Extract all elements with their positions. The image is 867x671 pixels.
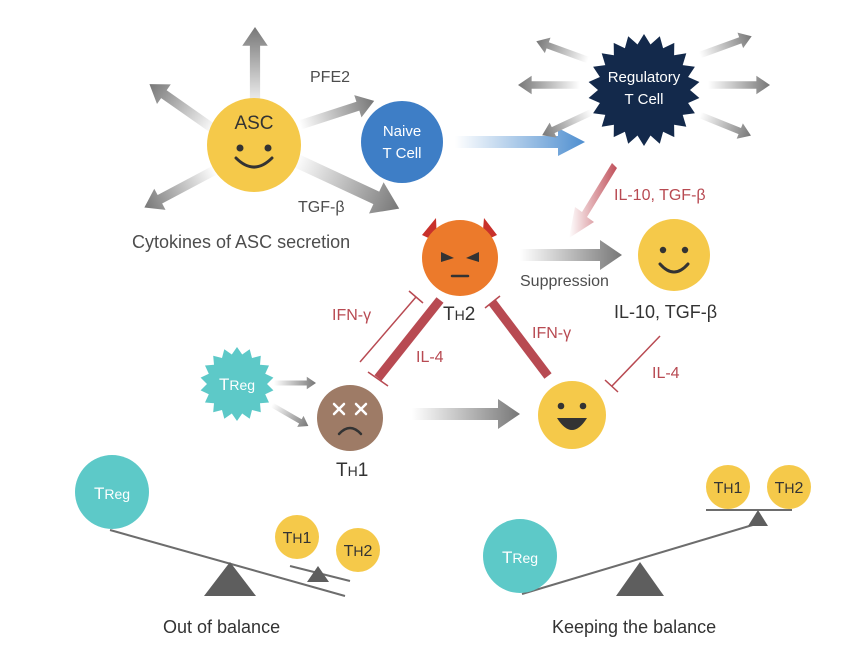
th2-ifn-label: IFN-γ (332, 307, 371, 324)
reg-il10-tgf-label: IL-10, TGF-β (614, 187, 706, 204)
pfe2-label: PFE2 (310, 69, 350, 86)
smile-icon (658, 262, 690, 274)
asc-caption: Cytokines of ASC secretion (132, 232, 350, 252)
frown-icon (337, 426, 363, 436)
happy-ifn-inhibition (484, 295, 552, 379)
regulatory-t-cell: Regulatory T Cell (588, 34, 700, 146)
th1-label: TH1 (336, 460, 368, 481)
th2-il4-inhibition (367, 297, 444, 387)
left-th1-label: TH1 (283, 530, 312, 547)
suppression-arrow (520, 240, 622, 270)
regulatory-line2: T Cell (625, 91, 664, 108)
smile-icon (234, 156, 274, 169)
balance-left: TReg TH1 TH2 (75, 455, 380, 597)
asc-label: ASC (234, 113, 273, 134)
th2-ifn-inhibition (359, 290, 424, 363)
happy-il4-label: IL-4 (652, 365, 680, 382)
suppression-label: Suppression (520, 273, 609, 290)
x-eye-icon (332, 402, 346, 416)
happy-il10-tgf-label: IL-10, TGF-β (614, 302, 717, 322)
naive-line1: Naive (383, 123, 421, 140)
asc-cell: ASC (207, 98, 301, 192)
th2-label: TH2 (443, 304, 475, 325)
angry-eye-icon (466, 252, 479, 262)
regulatory-to-th2-arrow (569, 163, 617, 238)
right-treg-label: TReg (502, 548, 538, 567)
left-th2-label: TH2 (344, 543, 373, 560)
regulatory-line1: Regulatory (608, 69, 681, 86)
th1-cell (317, 385, 383, 451)
th2-cell (422, 218, 498, 296)
happy-ifn-label: IFN-γ (532, 325, 571, 342)
right-th2-label: TH2 (775, 480, 804, 497)
fulcrum-icon (204, 562, 256, 596)
happy-il4-inhibition (604, 335, 661, 393)
tgf-beta-label: TGF-β (298, 199, 345, 216)
fulcrum-icon (748, 510, 768, 526)
angry-eye-icon (441, 252, 454, 262)
grin-cell (538, 381, 606, 449)
treg-label: TReg (219, 375, 255, 394)
left-treg-label: TReg (94, 484, 130, 503)
fulcrum-icon (616, 562, 664, 596)
naive-t-cell: Naive T Cell (361, 101, 443, 183)
th1-il4-label: IL-4 (416, 349, 444, 366)
naive-line2: T Cell (383, 145, 422, 162)
happy-cell (638, 219, 710, 291)
treg-cell: TReg (200, 347, 274, 421)
naive-to-regulatory-arrow (455, 128, 585, 156)
fulcrum-icon (307, 566, 329, 582)
balance-right: TReg TH1 TH2 (483, 465, 811, 596)
out-of-balance-caption: Out of balance (163, 617, 280, 637)
grin-icon (557, 418, 587, 430)
right-th1-label: TH1 (714, 480, 743, 497)
x-eye-icon (354, 402, 368, 416)
keeping-balance-caption: Keeping the balance (552, 617, 716, 637)
th1-to-happy-arrow (412, 399, 520, 429)
treg-to-th1-arrows (268, 376, 316, 432)
